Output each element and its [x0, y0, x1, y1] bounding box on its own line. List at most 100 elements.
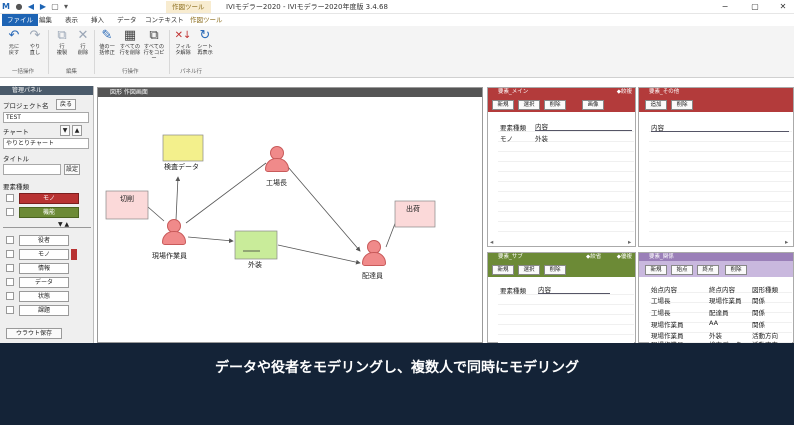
column-header[interactable]: 内容 [535, 121, 632, 131]
delete-relation-button[interactable]: 削除 [725, 265, 747, 275]
chart-select[interactable]: やりとりチャート [3, 138, 89, 149]
forward-icon[interactable]: ▶ [39, 2, 47, 11]
table-cell[interactable]: 現場作業員 [651, 332, 684, 340]
chart-down-button[interactable]: ▼ [60, 125, 70, 136]
table-cell[interactable]: 外装 [535, 135, 548, 143]
table-cell[interactable]: 関係 [752, 297, 765, 305]
table-cell[interactable]: 現場作業員 [709, 297, 742, 305]
edge-delivery-shipping[interactable] [385, 220, 397, 248]
element-checkbox[interactable] [6, 236, 14, 244]
redo-button[interactable]: ↷ やり 直し [24, 28, 46, 64]
column-header[interactable]: 図形種類 [752, 286, 778, 294]
sub-elements-grid[interactable] [498, 285, 634, 343]
column-header[interactable]: 終点内容 [709, 286, 735, 294]
element-mono-button[interactable]: モノ [19, 249, 69, 260]
column-header[interactable]: 内容 [538, 284, 610, 294]
appearance-node[interactable] [234, 230, 278, 260]
edge-worker-appearance[interactable] [187, 236, 234, 244]
element-state-button[interactable]: 状態 [19, 291, 69, 302]
element-type-checkbox[interactable] [6, 194, 14, 202]
end-point-button[interactable]: 終点 [697, 265, 719, 275]
undo-button[interactable]: ↶ 元に 戻す [3, 28, 25, 64]
title-input[interactable] [3, 164, 61, 175]
copy-all-rows-button[interactable]: ⧉ すべての 行をコピー [143, 28, 165, 62]
refresh-sheet-button[interactable]: ↻ シート 再表示 [194, 28, 216, 64]
tab-insert[interactable]: 挿入 [91, 16, 104, 24]
column-header[interactable]: 内容 [651, 122, 789, 132]
main-elements-grid[interactable] [498, 122, 634, 238]
other-elements-grid[interactable] [649, 122, 792, 238]
inspection-data-node[interactable] [162, 134, 204, 162]
tab-drawing-tools[interactable]: 作図ツール [190, 16, 223, 24]
close-icon[interactable]: ✕ [779, 2, 787, 11]
delete-main-button[interactable]: 削除 [544, 100, 566, 110]
clear-filter-button[interactable]: ✕↓ フィル タ解除 [172, 28, 194, 64]
edge-worker-cutting[interactable] [147, 206, 165, 222]
set-button[interactable]: 設定 [64, 164, 80, 175]
tab-edit[interactable]: 編集 [39, 16, 52, 24]
save-layout-button[interactable]: ウラウト保存 [6, 328, 62, 339]
delete-row-button[interactable]: ✕ 行 削除 [72, 28, 94, 64]
back-icon[interactable]: ◀ [27, 2, 35, 11]
element-type-function-button[interactable]: 機能 [19, 207, 79, 218]
cutting-node[interactable] [105, 190, 149, 220]
delete-all-rows-button[interactable]: ▦ すべての 行を削除 [119, 28, 141, 56]
select-sub-button[interactable]: 選択 [518, 265, 540, 275]
table-cell[interactable]: 関係 [752, 309, 765, 317]
element-actor-button[interactable]: 役者 [19, 235, 69, 246]
tab-view[interactable]: 表示 [65, 16, 78, 24]
element-type-checkbox[interactable] [6, 208, 14, 216]
select-main-button[interactable]: 選択 [518, 100, 540, 110]
element-type-mono-button[interactable]: モノ [19, 193, 79, 204]
save-icon[interactable]: ● [15, 2, 23, 11]
minimize-icon[interactable]: − [721, 2, 729, 11]
scroll-right-icon[interactable]: ▸ [628, 238, 632, 246]
chart-up-button[interactable]: ▲ [72, 125, 82, 136]
image-main-button[interactable]: 画像 [582, 100, 604, 110]
table-cell[interactable]: 工場長 [651, 297, 671, 305]
element-data-button[interactable]: データ [19, 277, 69, 288]
new-main-button[interactable]: 新規 [492, 100, 514, 110]
new-relation-button[interactable]: 新規 [645, 265, 667, 275]
element-issue-button[interactable]: 課題 [19, 305, 69, 316]
back-button[interactable]: 戻る [56, 99, 76, 110]
edge-worker-inspection[interactable] [175, 176, 181, 221]
diagram-canvas[interactable] [98, 97, 482, 342]
maximize-icon[interactable]: ▢ [751, 2, 759, 11]
duplicate-row-button[interactable]: ⧉ 行 複製 [51, 28, 73, 64]
element-checkbox[interactable] [6, 292, 14, 300]
relation-elements-grid[interactable] [649, 283, 792, 343]
table-cell[interactable]: 活動方向 [752, 332, 778, 340]
tab-file[interactable]: ファイル [2, 14, 38, 26]
scroll-left-icon[interactable]: ◂ [490, 238, 494, 246]
table-cell[interactable]: 現場作業員 [651, 321, 684, 329]
add-other-button[interactable]: 追加 [645, 100, 667, 110]
delete-sub-button[interactable]: 削除 [544, 265, 566, 275]
tab-context[interactable]: コンテキスト [145, 16, 184, 24]
project-name-field[interactable]: TEST [3, 112, 89, 123]
tab-data[interactable]: データ [117, 16, 137, 24]
table-cell[interactable]: 工場長 [651, 309, 671, 317]
column-header[interactable]: 要素種類 [500, 124, 526, 132]
element-checkbox[interactable] [6, 306, 14, 314]
column-header[interactable]: 要素種類 [500, 287, 526, 295]
bulk-edit-button[interactable]: ✎ 値の一 括修正 [96, 28, 118, 64]
element-info-button[interactable]: 情報 [19, 263, 69, 274]
element-checkbox[interactable] [6, 250, 14, 258]
table-cell[interactable]: 関係 [752, 321, 765, 329]
column-header[interactable]: 始点内容 [651, 286, 677, 294]
new-sub-button[interactable]: 新規 [492, 265, 514, 275]
table-cell[interactable]: 配達員 [709, 309, 729, 317]
new-icon[interactable]: ▢ [51, 2, 59, 11]
shipping-node[interactable] [394, 200, 436, 228]
delete-other-button[interactable]: 削除 [671, 100, 693, 110]
table-cell[interactable]: モノ [500, 135, 513, 143]
scroll-right-icon[interactable]: ▸ [785, 238, 789, 246]
edge-manager-delivery[interactable] [287, 166, 361, 252]
edge-appearance-delivery[interactable] [277, 244, 361, 265]
start-point-button[interactable]: 始点 [671, 265, 693, 275]
table-cell[interactable]: 外装 [709, 332, 722, 340]
element-checkbox[interactable] [6, 264, 14, 272]
table-cell[interactable]: AA [709, 319, 719, 327]
quick-access-menu-icon[interactable]: ▾ [63, 2, 68, 11]
